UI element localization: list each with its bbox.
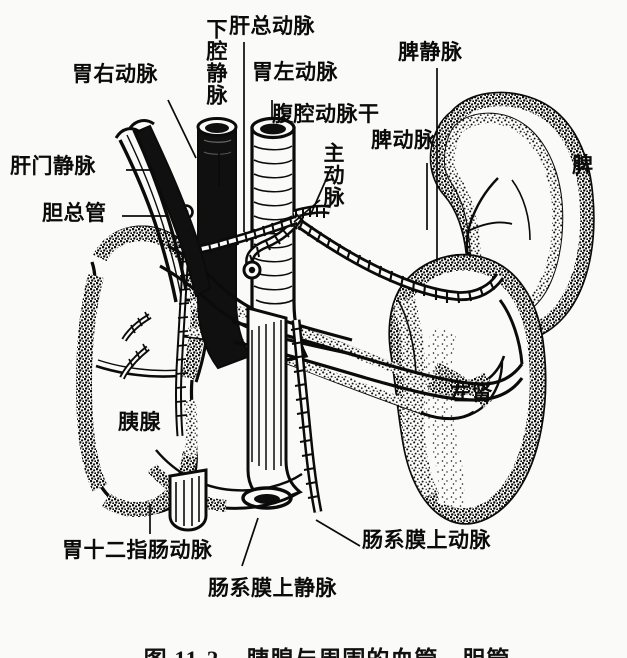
leader-aorta [293, 199, 321, 223]
label-left-kidney: 左肾 [450, 381, 493, 405]
label-common-hepatic-artery: 肝总动脉 [229, 14, 315, 38]
label-spleen: 脾 [572, 153, 594, 177]
leader-sma [315, 519, 361, 547]
caption-title: 胰腺与周围的血管、胆管 [246, 647, 510, 658]
leader-lines [122, 42, 438, 567]
label-common-bile-duct: 胆总管 [42, 201, 107, 225]
aorta-vessel [250, 116, 309, 366]
label-inferior-vena-cava: 下腔静脉 [204, 18, 228, 106]
label-left-gastric-artery: 胃左动脉 [252, 60, 338, 84]
figure-caption: 图 11-2 胰腺与周围的血管、胆管 [0, 614, 627, 658]
label-celiac-trunk: 腹腔动脉干 [272, 102, 380, 126]
caption-gap [219, 647, 246, 658]
label-hepatic-portal-vein: 肝门静脉 [10, 154, 96, 178]
label-splenic-vein: 脾静脉 [398, 40, 463, 64]
leader-right-gastric [167, 99, 197, 159]
label-aorta: 主动脉 [321, 142, 345, 208]
common-bile-duct-vessel [114, 119, 212, 303]
label-splenic-artery: 脾动脉 [371, 128, 436, 152]
leader-celiac [309, 165, 333, 217]
pancreatic-branch-vessels [119, 311, 152, 380]
splenic-artery-vessel [297, 219, 505, 304]
label-pancreas: 胰腺 [118, 410, 161, 434]
leader-smv [241, 517, 259, 567]
label-gastroduodenal-artery: 胃十二指肠动脉 [62, 538, 213, 562]
label-superior-mesenteric-artery: 肠系膜上动脉 [362, 528, 491, 552]
caption-number: 图 11-2 [144, 647, 220, 658]
duodenum-lower-shape [147, 449, 303, 532]
label-right-gastric-artery: 胃右动脉 [72, 62, 158, 86]
superior-mesenteric-artery-vessel [290, 319, 323, 513]
pancreas-head-shape [75, 225, 210, 518]
label-superior-mesenteric-vein: 肠系膜上静脉 [208, 576, 337, 600]
